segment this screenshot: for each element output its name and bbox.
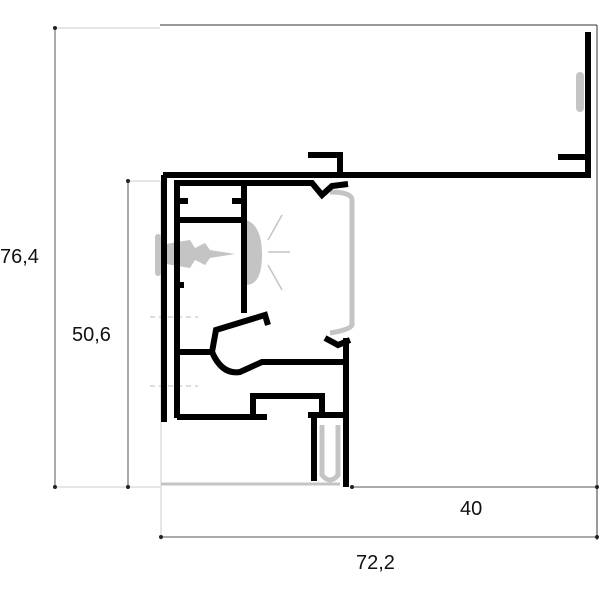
aluminium-profile	[161, 32, 591, 487]
dimension-lines	[54, 24, 598, 540]
dimension-total-height: 76,4	[0, 246, 39, 268]
dimension-dots	[53, 26, 599, 539]
dashed-guides	[150, 316, 198, 387]
gasket-parts	[155, 72, 584, 486]
dimension-profile-height: 50,6	[72, 324, 111, 346]
dimension-total-width: 72,2	[356, 552, 395, 574]
dimension-inner-width: 40	[460, 498, 483, 520]
